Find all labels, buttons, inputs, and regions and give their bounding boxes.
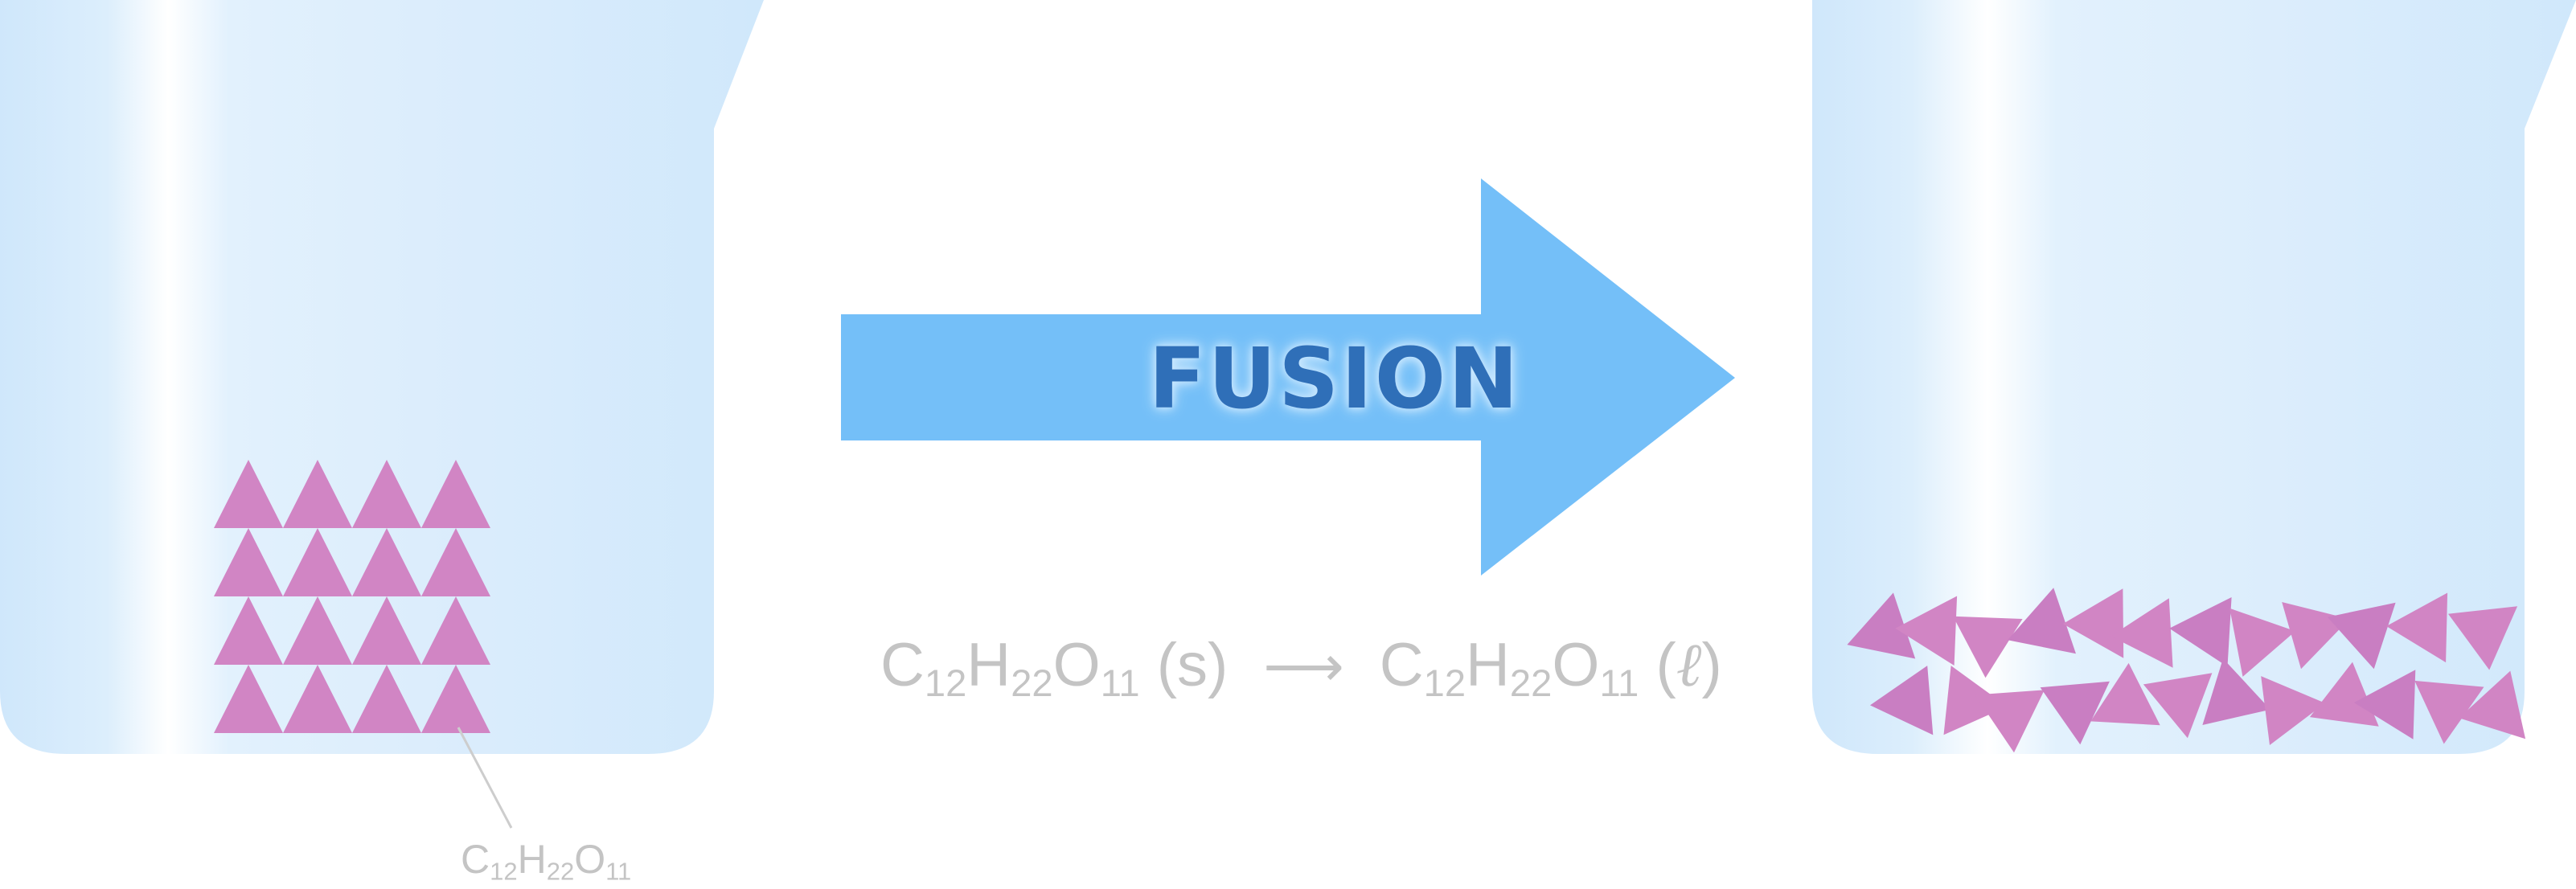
molecule-label: C12H22O11 [461, 836, 632, 886]
reaction-arrow: ⟶ [1263, 635, 1344, 698]
solid-particle [421, 596, 490, 665]
label-oxygen-count: 11 [605, 857, 632, 886]
solid-particle [421, 528, 490, 596]
label-oxygen: O [574, 837, 606, 882]
solid-lattice [214, 460, 490, 733]
liquid-particle [1870, 666, 1934, 735]
label-carbon-count: 12 [490, 857, 518, 886]
solid-particle [283, 665, 352, 733]
liquid-particle [2008, 588, 2076, 654]
reactant-carbon-count: 12 [924, 662, 967, 705]
beaker-solid [0, 0, 764, 829]
solid-particle [214, 528, 283, 596]
liquid-particle [2143, 673, 2213, 739]
product-hydrogen: H [1466, 631, 1510, 699]
liquid-particle [2459, 670, 2526, 739]
molecule-leader-line [457, 727, 513, 829]
product-state-symbol: ℓ [1676, 629, 1702, 700]
solid-particle [352, 528, 421, 596]
label-carbon: C [461, 837, 490, 882]
product-state-open: ( [1655, 631, 1676, 699]
liquid-particle [1953, 616, 2023, 678]
liquid-particle [2202, 658, 2270, 725]
solid-particle [283, 528, 352, 596]
product-state: (ℓ) [1655, 629, 1722, 700]
solid-particle [352, 460, 421, 528]
product-formula: C12H22O11 [1379, 631, 1639, 702]
solid-particle [214, 596, 283, 665]
liquid-particle [2229, 608, 2295, 677]
liquid-particle [2327, 602, 2396, 670]
liquid-particle [2309, 662, 2379, 727]
reactant-hydrogen: H [966, 631, 1011, 699]
liquid-particle [1975, 690, 2045, 753]
fusion-arrow [841, 178, 1735, 576]
solid-particle [352, 665, 421, 733]
product-oxygen-count: 11 [1599, 662, 1639, 705]
liquid-particle [2386, 592, 2448, 663]
liquid-particles [1847, 588, 2526, 753]
reactant-hydrogen-count: 22 [1011, 662, 1053, 705]
product-oxygen: O [1552, 631, 1600, 699]
chemical-equation: C12H22O11 (s)⟶C12H22O11 (ℓ) [880, 629, 1722, 702]
liquid-particle [1895, 596, 1958, 666]
product-state-close: ) [1701, 631, 1722, 699]
solid-particle [283, 596, 352, 665]
beaker-liquid [1812, 0, 2576, 754]
solid-particle [421, 460, 490, 528]
liquid-particle [2040, 681, 2110, 745]
reactant-formula: C12H22O11 [880, 631, 1140, 702]
liquid-particle [2353, 670, 2416, 739]
fusion-label: FUSION [1148, 330, 1521, 428]
liquid-particle [2448, 606, 2518, 670]
liquid-particle [1943, 666, 2008, 735]
solid-particle [214, 665, 283, 733]
product-carbon: C [1379, 631, 1424, 699]
reactant-oxygen-count: 11 [1100, 662, 1140, 705]
reactant-state: (s) [1156, 631, 1229, 699]
solid-particle [283, 460, 352, 528]
liquid-particle [2090, 662, 2160, 726]
liquid-particle [2414, 680, 2484, 744]
solid-particle [352, 596, 421, 665]
label-hydrogen: H [517, 837, 547, 882]
solid-particle [421, 665, 490, 733]
product-hydrogen-count: 22 [1509, 662, 1553, 705]
beaker-liquid-glass [1812, 0, 2576, 754]
reactant-oxygen: O [1052, 631, 1101, 699]
label-hydrogen-count: 22 [546, 857, 575, 886]
solid-particle [214, 460, 283, 528]
beaker-solid-glass [0, 0, 764, 754]
liquid-particle [1847, 592, 1916, 659]
liquid-particle [2062, 588, 2124, 658]
liquid-particle [2110, 598, 2173, 668]
product-carbon-count: 12 [1423, 662, 1466, 705]
reactant-carbon: C [880, 631, 925, 699]
liquid-particle [2169, 597, 2232, 667]
liquid-particle [2261, 676, 2325, 745]
